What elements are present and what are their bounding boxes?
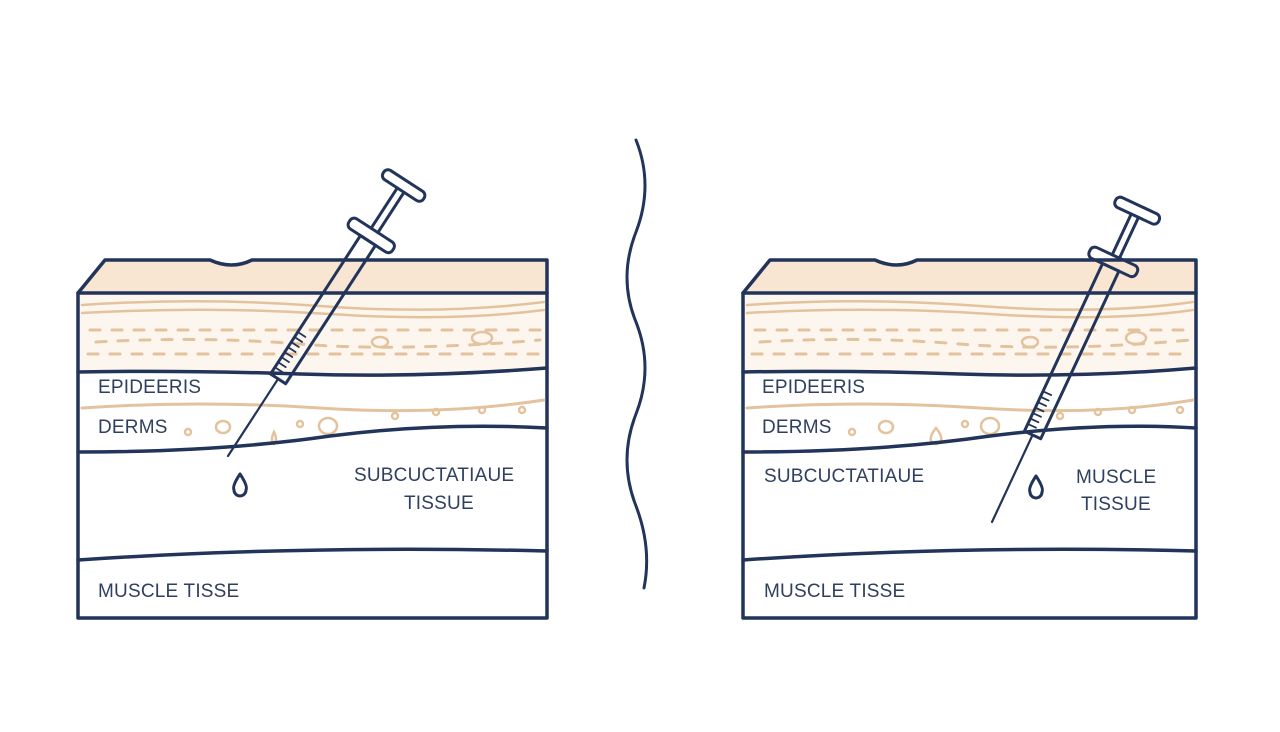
left-label-dermis: DERMS	[98, 417, 168, 438]
left-block-outline	[76, 291, 549, 620]
left-label-subcutaneous-1: SUBCUCTATIAUE	[354, 465, 514, 486]
right-skin-block	[741, 258, 1198, 620]
left-muscle-boundary	[76, 547, 549, 562]
wavy-divider	[625, 138, 649, 590]
right-cell	[1020, 335, 1040, 349]
syringe-icon	[226, 168, 427, 458]
right-muscle-boundary	[741, 547, 1198, 562]
plunger-thumb	[380, 168, 427, 203]
left-surface-outline	[76, 258, 549, 295]
right-epidermis-boundary	[741, 366, 1198, 377]
droplet-icon	[1028, 474, 1044, 500]
left-dermis-wave	[80, 398, 546, 413]
left-skin-surface	[78, 260, 547, 293]
right-block-outline	[741, 291, 1198, 620]
right-texture-line	[745, 300, 1195, 311]
right-dermis-boundary	[741, 424, 1198, 454]
droplet-icon	[232, 472, 248, 498]
left-label-muscle: MUSCLE TISSE	[98, 581, 239, 602]
syringe-icon	[990, 195, 1162, 524]
right-label-subcutaneous: SUBCUCTATIAUE	[764, 466, 924, 487]
needle	[990, 433, 1034, 524]
right-surface-outline	[741, 258, 1198, 295]
left-texture-dashes	[86, 328, 542, 356]
left-dermis-cells	[183, 405, 527, 446]
right-label-dermis: DERMS	[762, 417, 832, 438]
right-cell	[1124, 330, 1148, 346]
plunger-thumb	[1113, 195, 1162, 226]
right-label-epidermis: EPIDEERIS	[762, 377, 865, 398]
right-label-muscle: MUSCLE TISSE	[764, 581, 905, 602]
left-skin-block	[76, 258, 549, 620]
left-cell	[470, 330, 494, 346]
left-label-subcutaneous-2: TISSUE	[404, 493, 474, 514]
right-texture-line	[745, 308, 1195, 319]
needle	[226, 377, 280, 458]
right-label-muscle-callout-1: MUSCLE	[1076, 467, 1156, 488]
finger-flange	[346, 216, 396, 255]
right-skin-surface	[743, 260, 1196, 293]
finger-flange	[1087, 245, 1140, 279]
left-texture-line	[80, 300, 546, 311]
right-dermis-cells	[847, 405, 1185, 446]
left-cell	[370, 335, 390, 349]
right-dermis-wave	[745, 398, 1195, 413]
right-texture-dashes	[750, 328, 1192, 356]
left-dermis-fill	[78, 293, 547, 376]
left-dermis-boundary	[76, 424, 549, 454]
right-label-muscle-callout-2: TISSUE	[1081, 494, 1151, 515]
left-label-epidermis: EPIDEERIS	[98, 377, 201, 398]
left-epidermis-boundary	[76, 366, 549, 377]
